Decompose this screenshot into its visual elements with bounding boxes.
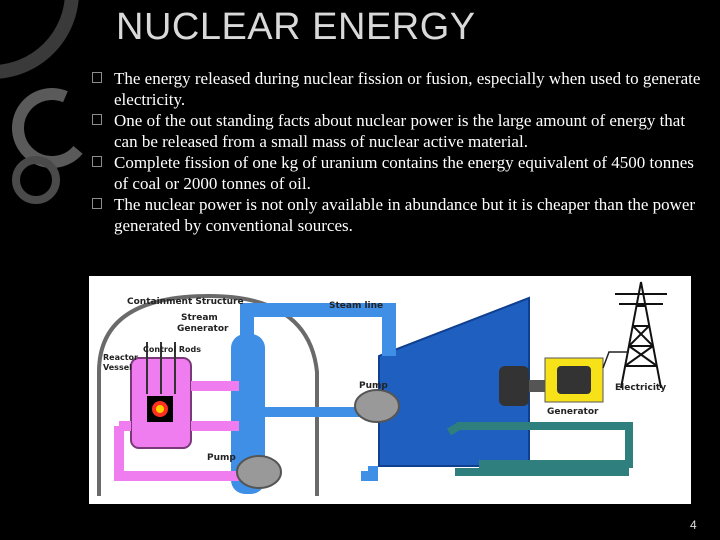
decorative-rings <box>0 0 92 204</box>
condenser-coil <box>446 422 633 468</box>
label-electricity: Electricity <box>615 383 666 393</box>
label-pump-2: Pump <box>207 453 236 463</box>
label-steam-gen-1: Stream <box>181 313 218 323</box>
label-generator: Generator <box>547 407 599 417</box>
slide-title: NUCLEAR ENERGY <box>116 6 476 48</box>
steam-generator <box>231 334 265 494</box>
generator-box <box>544 357 604 403</box>
steam-line <box>240 303 396 356</box>
bullet-text: Complete fission of one kg of uranium co… <box>114 153 694 193</box>
containment-structure <box>97 293 319 496</box>
label-steam-line: Steam line <box>329 301 383 311</box>
label-steam-gen-2: Generator <box>177 324 229 334</box>
label-containment: Containment Structure <box>127 297 244 307</box>
bullet-box-icon <box>92 72 102 83</box>
label-reactor-2: Vessel <box>103 363 132 372</box>
turbine <box>499 366 529 406</box>
nuclear-plant-diagram: Containment Structure Steam line Stream … <box>89 276 691 504</box>
bullet-list: The energy released during nuclear fissi… <box>92 68 704 236</box>
electricity-tower <box>615 281 667 389</box>
bullet-box-icon <box>92 198 102 209</box>
bullet-box-icon <box>92 156 102 167</box>
label-pump-1: Pump <box>359 381 388 391</box>
bullet-item: One of the out standing facts about nucl… <box>92 110 704 152</box>
label-control-rods: Control Rods <box>143 345 201 354</box>
pump-1 <box>354 389 400 423</box>
bullet-text: The energy released during nuclear fissi… <box>114 69 701 109</box>
primary-loop <box>191 381 239 431</box>
bullet-text: One of the out standing facts about nucl… <box>114 111 686 151</box>
bullet-text: The nuclear power is not only available … <box>114 195 696 235</box>
page-number: 4 <box>690 518 697 532</box>
bullet-box-icon <box>92 114 102 125</box>
bullet-item: The nuclear power is not only available … <box>92 194 704 236</box>
bullet-item: Complete fission of one kg of uranium co… <box>92 152 704 194</box>
bullet-item: The energy released during nuclear fissi… <box>92 68 704 110</box>
label-reactor-1: Reactor <box>103 353 138 362</box>
pump-2 <box>236 455 282 489</box>
